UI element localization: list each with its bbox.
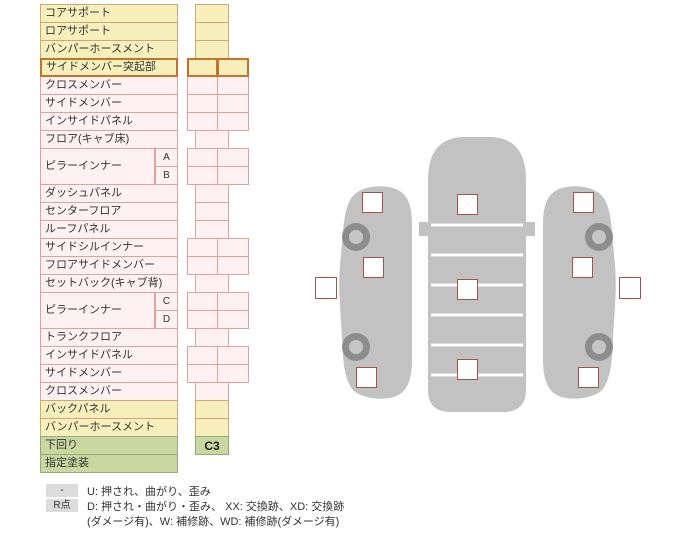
damage-cell[interactable] [187, 112, 218, 131]
part-row-label: バンパーホースメント [40, 40, 178, 59]
part-row-label: バックパネル [40, 400, 178, 419]
diagram-check-square[interactable] [457, 279, 478, 300]
car-diagram [339, 137, 616, 412]
diagram-check-square[interactable] [457, 194, 478, 215]
damage-cell[interactable] [217, 346, 249, 365]
damage-cell[interactable] [187, 76, 218, 95]
pillar-sub-label: B [155, 166, 178, 185]
part-row-label: 指定塗装 [40, 454, 178, 473]
part-row-label: ロアサポート [40, 22, 178, 41]
diagram-check-square[interactable] [578, 367, 599, 388]
damage-cell[interactable] [195, 328, 229, 347]
damage-cell[interactable] [187, 166, 218, 185]
legend-text: U: 押され、曲がり、歪み [87, 485, 211, 498]
part-row-label: ピラーインナー [40, 148, 155, 185]
damage-cell[interactable] [217, 76, 249, 95]
damage-cell[interactable] [217, 94, 249, 113]
pillar-sub-label: A [155, 148, 178, 167]
legend-badge: - [46, 484, 78, 497]
diagram-check-square[interactable] [315, 277, 337, 299]
damage-cell[interactable] [217, 148, 249, 167]
legend-row: - U: 押され、曲がり、歪み [46, 484, 344, 498]
damage-cell[interactable] [217, 292, 249, 311]
damage-cell[interactable] [217, 256, 249, 275]
part-row-label: インサイドパネル [40, 346, 178, 365]
part-row-label: コアサポート [40, 4, 178, 23]
legend: - U: 押され、曲がり、歪み R点 D: 押され・曲がり・歪み、 XX: 交換… [46, 484, 344, 529]
damage-cell[interactable] [195, 400, 229, 419]
damage-cell[interactable] [195, 220, 229, 239]
diagram-check-square[interactable] [457, 359, 478, 380]
damage-cell[interactable] [217, 112, 249, 131]
damage-cell[interactable] [217, 166, 249, 185]
damage-cell[interactable] [217, 364, 249, 383]
part-row-label: クロスメンバー [40, 76, 178, 95]
part-row-label: インサイドパネル [40, 112, 178, 131]
mirror-right-icon [525, 222, 535, 236]
legend-text: D: 押され・曲がり・歪み、 XX: 交換跡、XD: 交換跡 [87, 500, 345, 513]
damage-cell[interactable] [195, 40, 229, 59]
wheels [342, 223, 613, 361]
damage-cell[interactable] [187, 58, 218, 77]
part-row-label: クロスメンバー [40, 382, 178, 401]
part-row-label: ダッシュパネル [40, 184, 178, 203]
damage-cell[interactable] [195, 22, 229, 41]
legend-text: (ダメージ有)、W: 補修跡、WD: 補修跡(ダメージ有) [87, 515, 340, 528]
pillar-sub-label: D [155, 310, 178, 329]
damage-cell[interactable] [195, 184, 229, 203]
damage-cell[interactable] [195, 274, 229, 293]
car-top-view-body [428, 137, 526, 412]
legend-row: R点 D: 押され・曲がり・歪み、 XX: 交換跡、XD: 交換跡 [46, 499, 345, 513]
part-row-label: サイドメンバー [40, 364, 178, 383]
part-row-label: サイドメンバー突起部 [40, 58, 178, 77]
part-row-label: フロア(キャブ床) [40, 130, 178, 149]
damage-cell[interactable] [187, 238, 218, 257]
part-row-label: センターフロア [40, 202, 178, 221]
damage-cell[interactable] [187, 148, 218, 167]
diagram-check-square[interactable] [572, 257, 593, 278]
diagram-check-square[interactable] [356, 367, 377, 388]
diagram-check-square[interactable] [363, 257, 384, 278]
part-row-label: 下回り [40, 436, 178, 455]
diagram-check-square[interactable] [619, 277, 641, 299]
damage-cell[interactable] [187, 364, 218, 383]
damage-cell[interactable] [187, 256, 218, 275]
damage-cell[interactable] [217, 310, 249, 329]
part-row-label: フロアサイドメンバー [40, 256, 178, 275]
part-row-label: サイドメンバー [40, 94, 178, 113]
diagram-check-square[interactable] [362, 192, 383, 213]
part-row-label: トランクフロア [40, 328, 178, 347]
damage-cell[interactable] [217, 58, 249, 77]
damage-cell[interactable] [195, 418, 229, 437]
damage-cell[interactable] [217, 238, 249, 257]
damage-cell[interactable] [187, 292, 218, 311]
part-row-label: バンパーホースメント [40, 418, 178, 437]
damage-cell[interactable] [187, 346, 218, 365]
part-row-label: セットバック(キャブ背) [40, 274, 178, 293]
damage-cell[interactable] [195, 4, 229, 23]
damage-cell[interactable] [187, 94, 218, 113]
damage-cell[interactable] [187, 310, 218, 329]
mirror-left-icon [419, 222, 429, 236]
diagram-check-square[interactable] [573, 192, 594, 213]
pillar-sub-label: C [155, 292, 178, 311]
damage-cell[interactable] [195, 130, 229, 149]
damage-cell[interactable] [195, 382, 229, 401]
damage-cell[interactable]: C3 [195, 436, 229, 455]
damage-cell[interactable] [195, 202, 229, 221]
part-row-label: ルーフパネル [40, 220, 178, 239]
legend-badge: R点 [46, 499, 78, 512]
legend-row: (ダメージ有)、W: 補修跡、WD: 補修跡(ダメージ有) [46, 514, 344, 528]
part-row-label: ピラーインナー [40, 292, 155, 329]
part-row-label: サイドシルインナー [40, 238, 178, 257]
